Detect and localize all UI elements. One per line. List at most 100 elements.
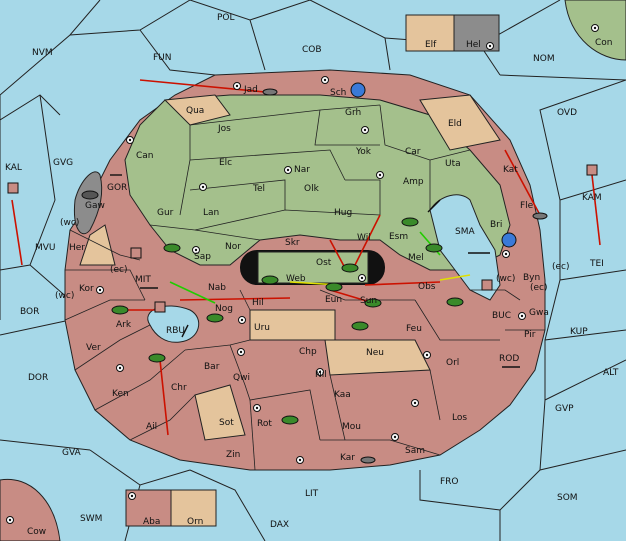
region-skr: Skr [285,238,300,248]
region-labels: Jad Sch Qua Grh Eld Jos Yok Car Can Uta … [27,38,613,537]
sea-mvu: MVU [35,243,56,253]
tan-regions [79,94,501,441]
coast-tag: (wc) [55,291,74,301]
region-elf: Elf [425,40,437,50]
region-obs: Obs [418,282,436,292]
coast-tag: (wc) [496,274,515,284]
region-lan: Lan [203,208,219,218]
region-nab: Nab [208,283,226,293]
sea-buc: BUC [492,311,511,321]
region-tel: Tel [252,184,265,194]
sea-gva: GVA [62,448,82,458]
coast-tag: (ec) [110,265,128,275]
region-jos: Jos [217,124,231,134]
region-yok: Yok [355,147,372,157]
bidir-arrows [110,174,520,368]
supply-centers [6,24,599,524]
region-con: Con [595,38,613,48]
order-arrows [11,79,601,436]
sea-dax: DAX [270,520,289,530]
region-aba: Aba [143,517,160,527]
region-can: Can [136,151,154,161]
sea-sma: SMA [455,227,475,237]
region-chp: Chp [299,347,317,357]
region-gaw-shape [73,171,103,235]
region-byn: Byn [523,273,540,283]
region-nar: Nar [294,165,310,175]
region-nil: Nil [315,370,327,380]
region-ost: Ost [316,258,332,268]
sea-mit: MIT [135,275,151,285]
region-eun: Eun [325,295,342,305]
region-feu: Feu [406,324,422,334]
region-gwa: Gwa [529,308,549,318]
sea-rod: ROD [499,354,519,364]
region-sun: Sun [360,296,377,306]
sea-nvm: NVM [32,48,53,58]
region-car: Car [405,147,421,157]
sea-kup: KUP [570,327,588,337]
region-olk: Olk [304,184,320,194]
region-bri: Bri [490,220,502,230]
region-grh: Grh [345,108,361,118]
region-wil: Wil [357,233,371,243]
sea-nom: NOM [533,54,555,64]
region-bar: Bar [204,362,220,372]
region-nog: Nog [215,304,233,314]
region-ail: Ail [146,422,157,432]
region-esm: Esm [389,232,408,242]
region-qwi: Qwi [233,373,250,383]
region-cow: Cow [27,527,46,537]
region-qua: Qua [186,106,204,116]
region-kaa: Kaa [334,390,351,400]
region-mou: Mou [342,422,361,432]
region-ken: Ken [112,389,129,399]
sea-ovd: OVD [557,108,577,118]
region-hel: Hel [466,40,481,50]
coast-tag: (wc) [60,218,79,228]
coast-tag: (ec) [530,283,548,293]
sea-gvg: GVG [53,158,73,168]
sea-fro: FRO [440,477,459,487]
region-neu: Neu [366,348,384,358]
region-kar: Kar [340,453,355,463]
region-sch: Sch [330,88,346,98]
region-chr: Chr [171,383,187,393]
region-amp: Amp [403,177,424,187]
region-uta: Uta [445,159,461,169]
sea-rbu: RBU [166,326,185,336]
sea-kal: KAL [5,163,22,173]
sea-pol: POL [217,13,235,23]
region-gaw: Gaw [85,201,105,211]
sea-cob: COB [302,45,322,55]
sea-tei: TEI [589,259,604,269]
region-orn: Orn [187,517,203,527]
region-pir: Pir [524,330,536,340]
region-sam: Sam [405,446,425,456]
region-uru: Uru [254,323,270,333]
region-ark: Ark [116,320,132,330]
internal-borders [64,104,545,471]
sea-som: SOM [557,493,578,503]
region-los: Los [452,413,467,423]
coast-tags: (wc) (ec) (ec) (wc) (wc) (ec) [55,218,570,301]
sea-fun: FUN [153,53,172,63]
region-eld: Eld [448,119,462,129]
sea-lit: LIT [305,489,319,499]
sea-labels: POL NVM FUN COB NOM OVD KAL GVG GOR MVU … [5,13,619,530]
region-nor: Nor [225,242,241,252]
sea-swm: SWM [80,514,102,524]
region-sot: Sot [219,418,234,428]
region-zin: Zin [226,450,240,460]
sea-gor: GOR [107,183,127,193]
heartland [124,94,511,271]
sea-kam: KAM [582,193,602,203]
sea-bor: BOR [20,307,39,317]
region-elc: Elc [219,158,232,168]
region-rot: Rot [257,419,272,429]
region-orl: Orl [446,358,459,368]
region-hil: Hil [252,298,264,308]
